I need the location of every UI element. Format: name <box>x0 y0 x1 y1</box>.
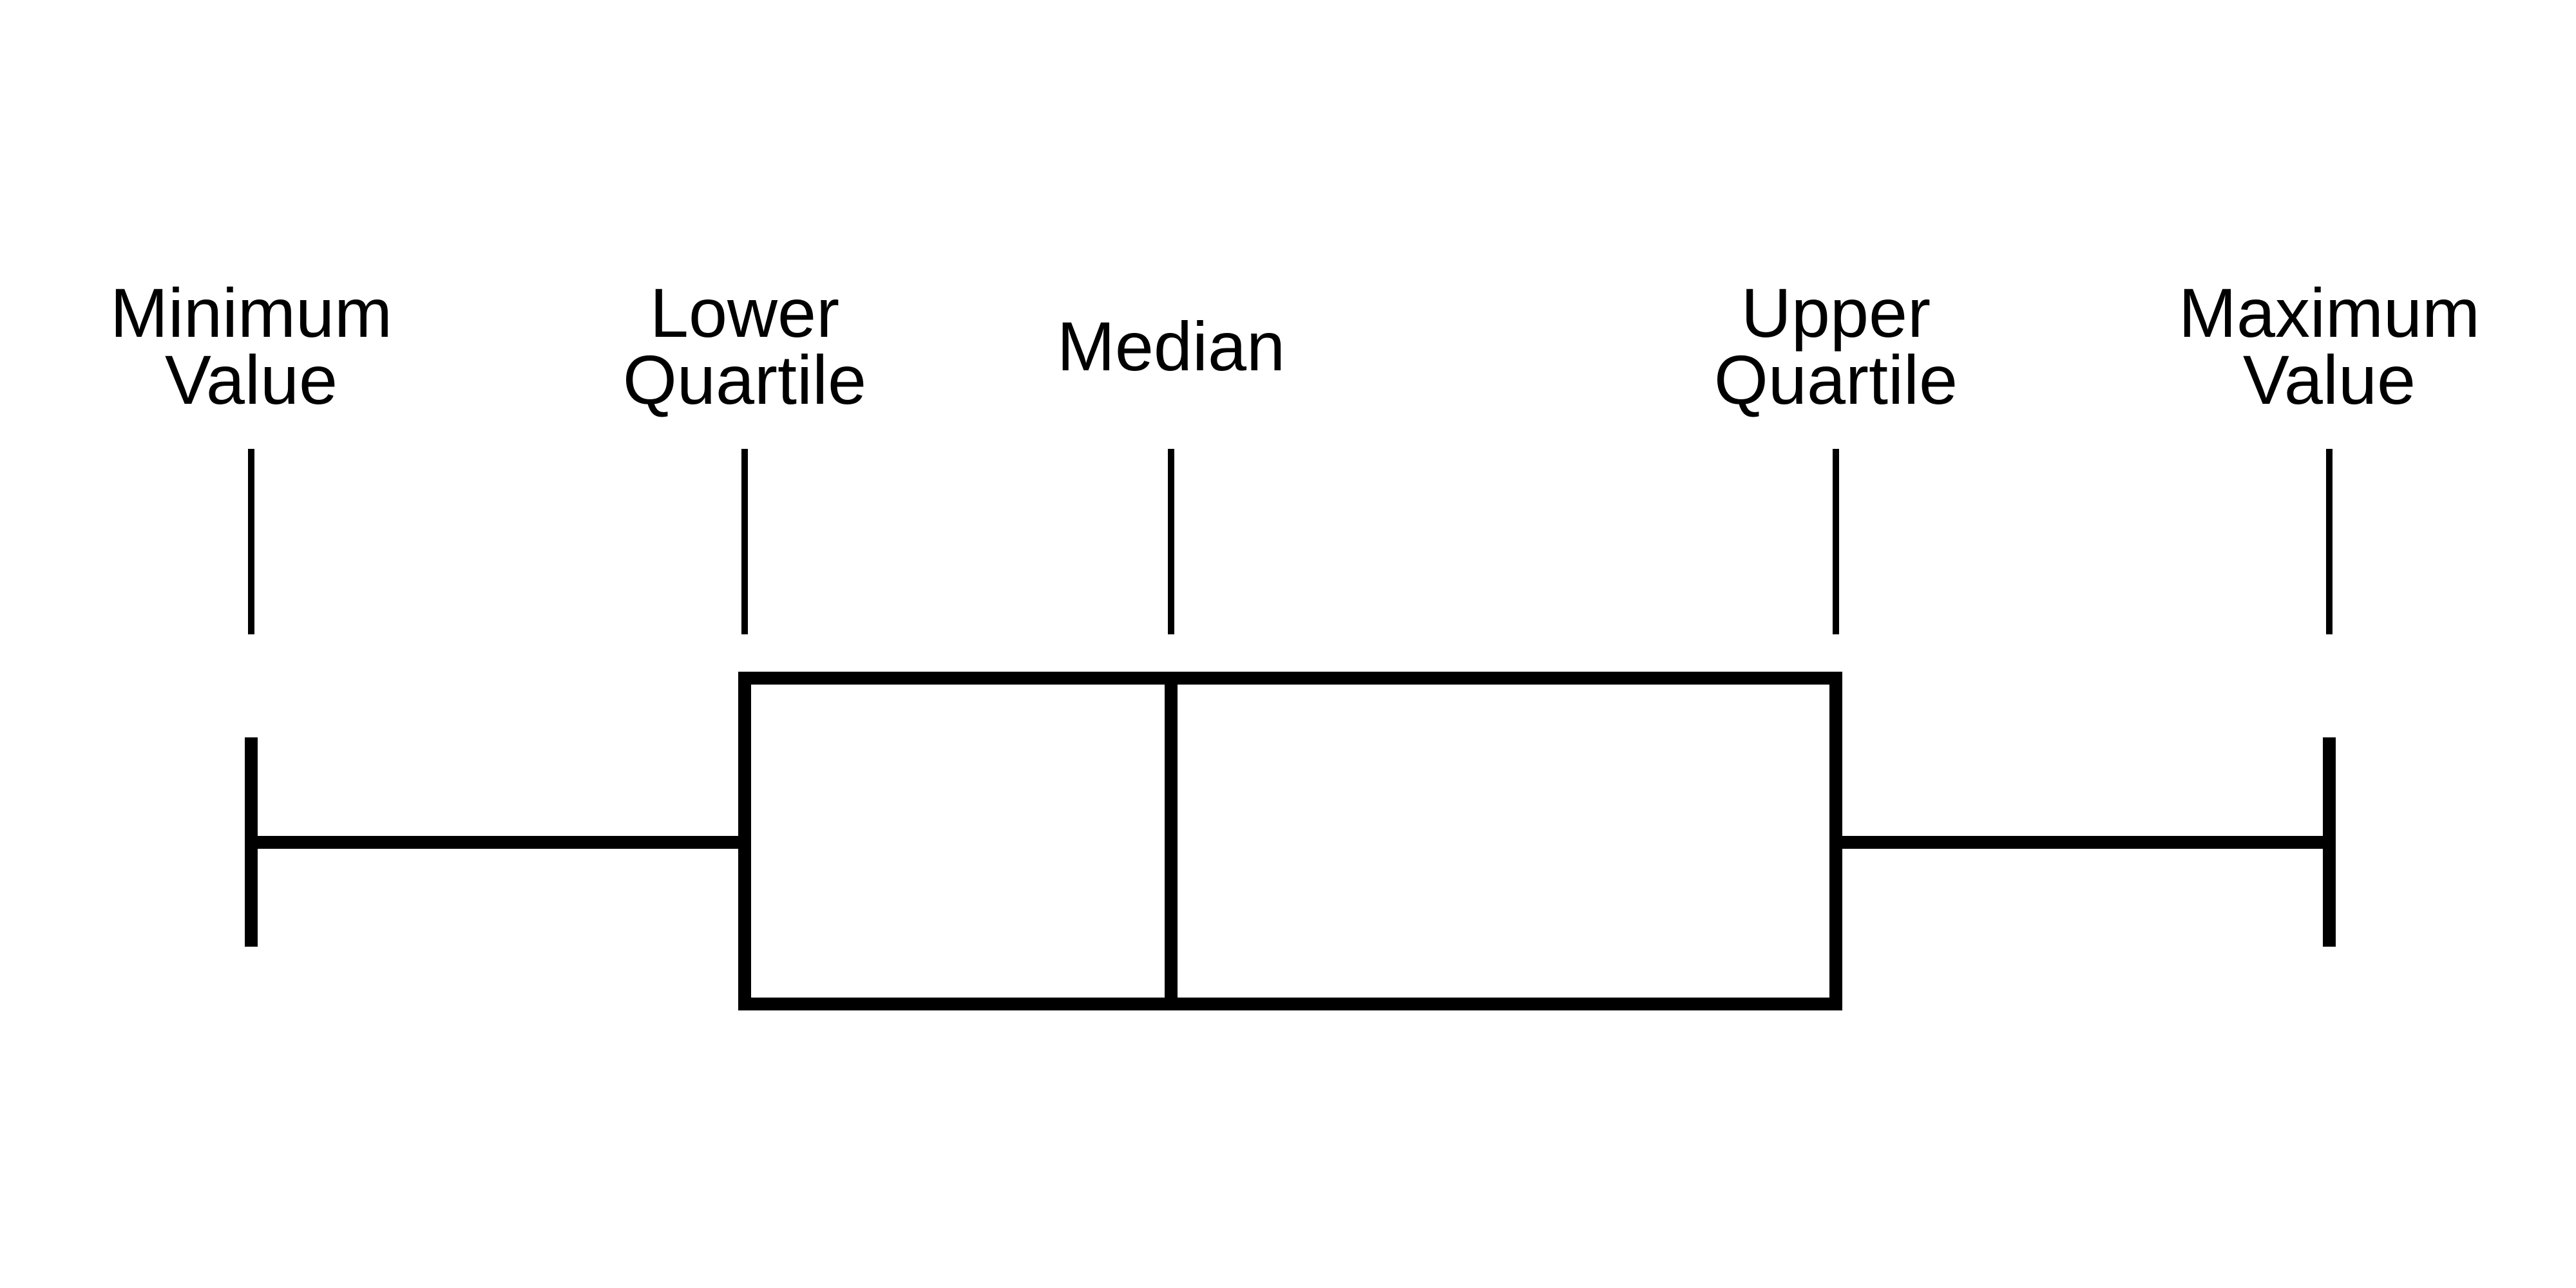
label-upper-quartile: Upper Quartile <box>1714 274 1958 419</box>
label-minimum-line2: Value <box>165 341 338 419</box>
pointer-lines <box>248 449 2333 634</box>
label-upper-quartile-line2: Quartile <box>1714 341 1958 419</box>
label-minimum-line1: Minimum <box>110 274 392 352</box>
interquartile-box <box>738 672 1842 1010</box>
label-lower-quartile-line2: Quartile <box>623 341 866 419</box>
label-median-line1: Median <box>1057 307 1285 385</box>
whiskers <box>245 737 2336 947</box>
label-maximum-value: Maximum Value <box>2179 274 2480 419</box>
label-maximum-line1: Maximum <box>2179 274 2480 352</box>
label-minimum-value: Minimum Value <box>110 274 392 419</box>
label-lower-quartile-line1: Lower <box>650 274 839 352</box>
label-maximum-line2: Value <box>2243 341 2416 419</box>
label-median: Median <box>1057 307 1285 385</box>
label-lower-quartile: Lower Quartile <box>623 274 866 419</box>
label-upper-quartile-line1: Upper <box>1741 274 1931 352</box>
